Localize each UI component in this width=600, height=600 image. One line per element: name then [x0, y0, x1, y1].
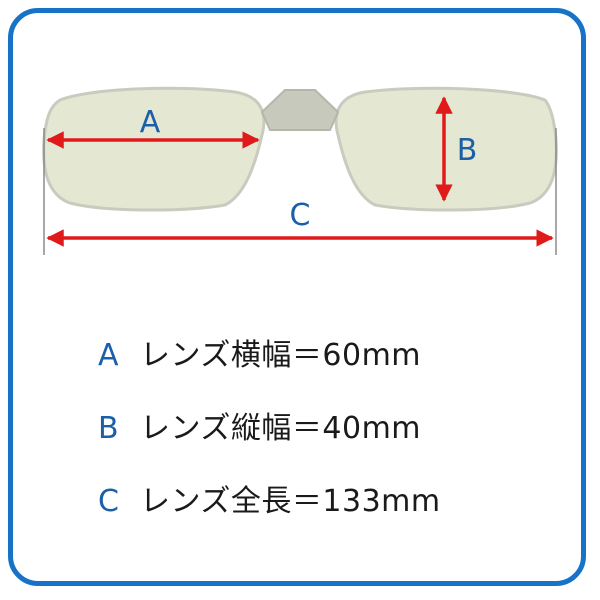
spec-height-text: レンズ縦幅＝40mm: [140, 411, 422, 446]
spec-total-length-letter: C: [98, 484, 120, 519]
spec-width-letter: A: [98, 338, 120, 373]
spec-height: B レンズ縦幅＝40mm: [98, 403, 421, 447]
spec-total-length-text: レンズ全長＝133mm: [140, 484, 441, 519]
right-lens: [334, 86, 558, 212]
spec-width-text: レンズ横幅＝60mm: [140, 338, 422, 373]
bridge-clip: [260, 89, 340, 131]
spec-width: A レンズ横幅＝60mm: [98, 330, 421, 374]
spec-height-letter: B: [98, 411, 120, 446]
label-c: C: [290, 198, 311, 233]
label-b: B: [457, 133, 478, 168]
label-a: A: [140, 105, 161, 140]
spec-total-length: C レンズ全長＝133mm: [98, 476, 441, 520]
